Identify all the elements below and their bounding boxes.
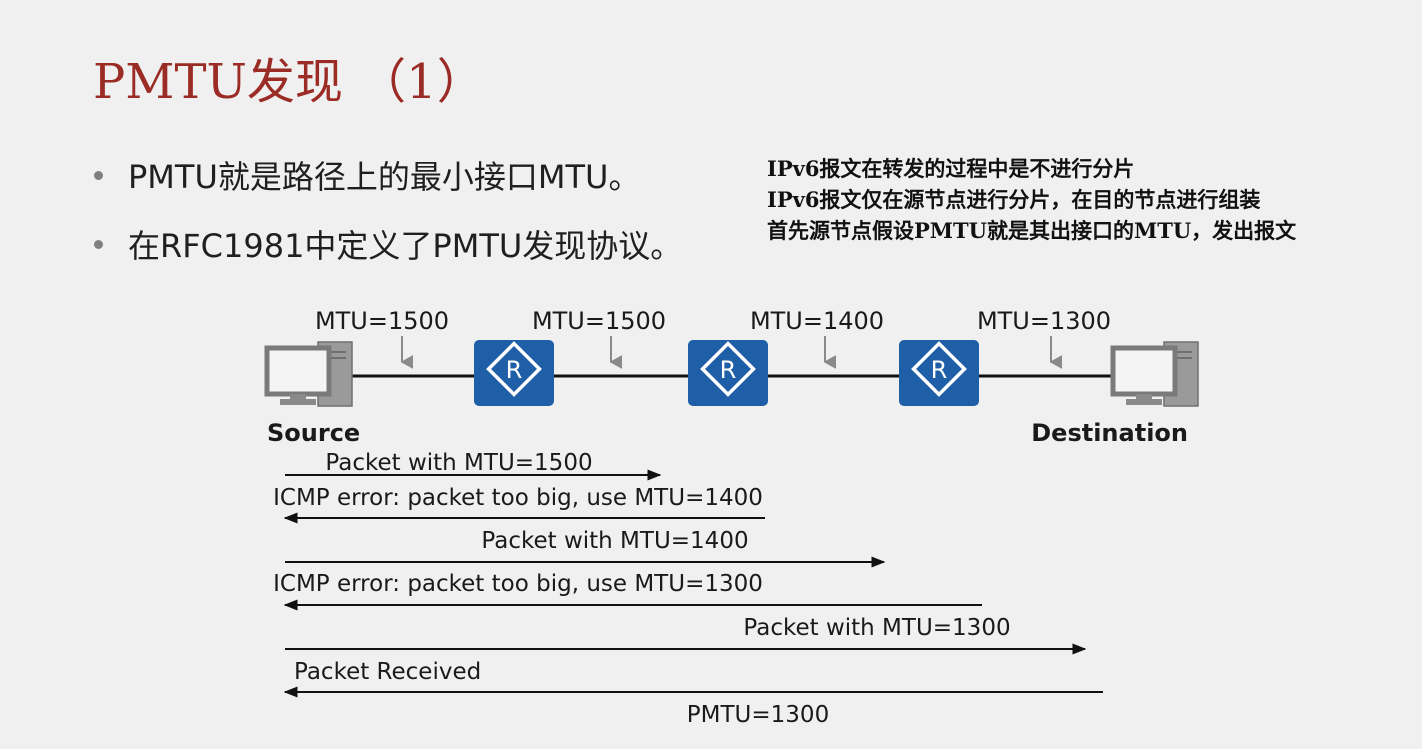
bullet-item: 在RFC1981中定义了PMTU发现协议。 [94,221,682,267]
bullet-text: PMTU就是路径上的最小接口MTU。 [128,158,641,196]
source-computer-icon [264,341,353,407]
message-label: ICMP error: packet too big, use MTU=1400 [273,485,763,511]
source-label: Source [267,419,360,447]
mtu-label: MTU=1400 [750,307,884,335]
mtu-label: MTU=1300 [977,307,1111,335]
destination-label: Destination [1031,419,1188,447]
mtu-label: MTU=1500 [315,307,449,335]
note-line: IPv6报文仅在源节点进行分片，在目的节点进行组装 [767,187,1261,212]
router-icon: R [899,340,979,406]
bullet-text: 在RFC1981中定义了PMTU发现协议。 [128,227,683,265]
message-label: ICMP error: packet too big, use MTU=1300 [273,571,763,597]
note-line: 首先源节点假设PMTU就是其出接口的MTU，发出报文 [767,218,1297,243]
message-label: Packet with MTU=1500 [325,450,592,476]
message-label: Packet with MTU=1400 [481,528,748,554]
router-glyph: R [931,356,948,384]
bullet-item: PMTU就是路径上的最小接口MTU。 [94,152,640,198]
router-icon: R [474,340,554,406]
side-notes: IPv6报文在转发的过程中是不进行分片 IPv6报文仅在源节点进行分片，在目的节… [767,153,1296,246]
slide-title: PMTU发现 （1） [93,54,485,110]
router-glyph: R [506,356,523,384]
bullet-dot-icon [94,239,103,249]
bullet-dot-icon [94,170,103,180]
mtu-label: MTU=1500 [532,307,666,335]
message-label: Packet Received [294,659,481,685]
destination-computer-icon [1110,341,1199,407]
router-glyph: R [720,356,737,384]
router-icon: R [688,340,768,406]
pmtu-result: PMTU=1300 [687,702,829,728]
message-label: Packet with MTU=1300 [743,615,1010,641]
note-line: IPv6报文在转发的过程中是不进行分片 [767,156,1135,181]
